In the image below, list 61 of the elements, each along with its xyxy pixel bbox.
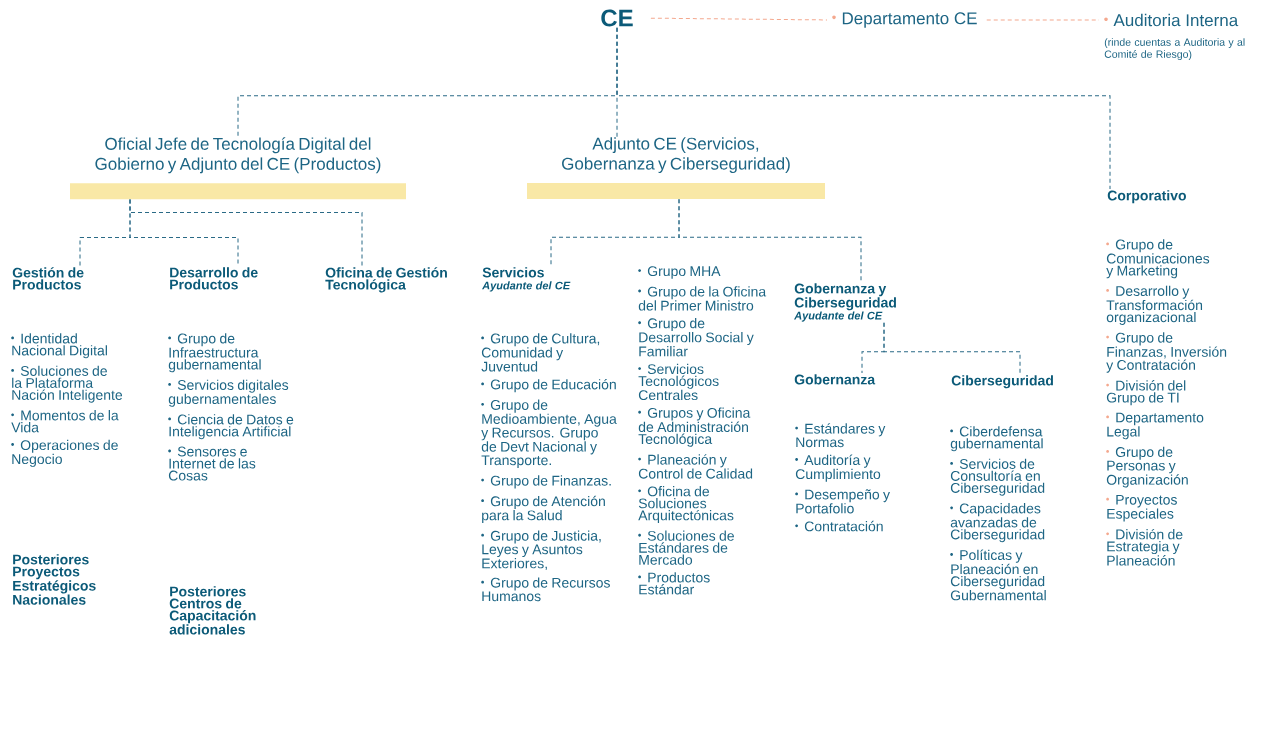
- connector-line: [883, 322, 1021, 375]
- section-heading: Posteriores Centros de Capacitación adicionales: [169, 586, 256, 635]
- unit-heading: Adjunto CE (Servicios, Gobernanza y Ciberseguridad): [527, 137, 825, 200]
- unit-heading: Gobernanza y Ciberseguridad Ayudante del CE: [794, 283, 896, 322]
- unit-heading: Desarrollo de Productos: [170, 267, 258, 290]
- connector-line: [986, 19, 1100, 21]
- unit-heading: Gobernanza: [794, 374, 876, 385]
- unit-heading: Corporativo: [1107, 190, 1186, 204]
- connector-line: [616, 27, 1111, 190]
- unit-heading: Servicios Ayudante del CE: [482, 267, 571, 292]
- list-item: Desarrollo y Transformación organizacional: [1106, 285, 1203, 325]
- list-item: Grupo de Medioambiente, Agua y Recursos. Grupo de Devt Nacional y Transporte.: [481, 399, 617, 468]
- list-item: División de Estrategia y Planeación: [1106, 528, 1183, 566]
- list-item: Grupo de Atención para la Salud: [481, 495, 605, 524]
- list-item: Servicios digitales gubernamentales: [168, 379, 289, 407]
- unit-heading: Oficina de Gestión Tecnológica: [325, 267, 447, 293]
- list-item: Grupo de Desarrollo Social y Familiar: [638, 318, 754, 357]
- list-item: Grupo de Infraestructura gubernamental: [168, 333, 261, 373]
- list-item: Grupo de Educación: [481, 378, 616, 393]
- list-item: Auditoría y Cumplimiento: [795, 454, 881, 482]
- list-item: Ciencia de Datos e Inteligencia Artificial: [168, 414, 294, 440]
- list-item: Estándares y Normas: [795, 423, 886, 448]
- list-item: Grupos y Oficina de Administración Tecnológica: [638, 407, 751, 447]
- list-item: Momentos de la Vida: [11, 410, 119, 433]
- list-item: División del Grupo de TI: [1106, 380, 1186, 406]
- list-item: Oficina de Soluciones Arquitectónicas: [638, 486, 734, 524]
- list-item: Departamento Legal: [1106, 412, 1204, 440]
- note: (rinde cuentas a Auditoria y al Comité de Riesgo): [1104, 38, 1245, 60]
- list-item: Proyectos Especiales: [1106, 494, 1177, 522]
- list-item: Grupo de Justicia, Leyes y Asuntos Exteriores,: [481, 530, 601, 570]
- unit-label: Departamento CE: [832, 12, 977, 28]
- list-item: Grupo de Comunicaciones y Marketing: [1106, 239, 1210, 279]
- section-heading: Posteriores Proyectos Estratégicos Nacionales: [13, 554, 96, 605]
- unit-heading: Gestión de Productos: [12, 267, 84, 290]
- list-item: Ciberdefensa gubernamental: [950, 426, 1043, 452]
- list-item: Desempeño y Portafolio: [795, 489, 890, 514]
- list-item: Productos Estándar: [638, 572, 710, 595]
- list-item: Grupo de Personas y Organización: [1106, 446, 1188, 488]
- list-item: Planeación y Control de Calidad: [638, 454, 753, 479]
- list-item: Contratación: [795, 520, 883, 532]
- list-item: Soluciones de Estándares de Mercado: [638, 530, 734, 565]
- list-item: Grupo de Recursos Humanos: [481, 577, 610, 602]
- list-item: Grupo de la Oficina del Primer Ministro: [638, 286, 767, 311]
- list-item: Operaciones de Negocio: [11, 439, 118, 467]
- unit-heading: Oficial Jefe de Tecnología Digital del Gobierno y Adjunto del CE (Productos): [70, 137, 406, 200]
- list-item: Grupo de Finanzas.: [481, 475, 611, 489]
- list-item: Identidad Nacional Digital: [11, 333, 107, 359]
- unit-heading: Ciberseguridad: [951, 375, 1053, 389]
- list-item: Servicios de Consultoría en Ciberseguridad: [950, 458, 1045, 496]
- unit-label: Auditoria Interna: [1104, 13, 1239, 27]
- connector-line: [650, 17, 828, 21]
- list-item: Capacidades avanzadas de Ciberseguridad: [950, 503, 1045, 543]
- list-item: Grupo de Cultura, Comunidad y Juventud: [481, 333, 600, 372]
- list-item: Sensores e Internet de las Cosas: [168, 446, 256, 481]
- list-item: Servicios Tecnológicos Centrales: [638, 363, 719, 401]
- list-item: Grupo de Finanzas, Inversión y Contratación: [1106, 332, 1227, 373]
- list-item: Grupo MHA: [638, 266, 721, 279]
- list-item: Soluciones de la Plataforma Nación Inteligente: [11, 365, 123, 403]
- heading: CE: [601, 9, 633, 27]
- list-item: Políticas y Planeación en Ciberseguridad Gubernamental: [950, 549, 1046, 601]
- connector-line: [129, 198, 363, 267]
